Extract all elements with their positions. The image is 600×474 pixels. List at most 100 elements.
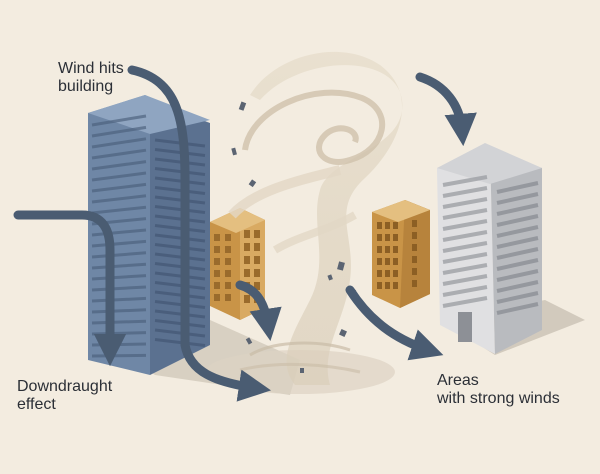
building-window-row <box>154 281 206 290</box>
building-window <box>225 294 231 301</box>
building-window <box>254 243 260 251</box>
wind-arrow-icon <box>127 65 272 402</box>
wind-arrows <box>13 65 477 402</box>
building-window <box>225 258 231 265</box>
building-window <box>377 234 382 241</box>
building-window-row <box>154 157 206 167</box>
building-window <box>385 246 390 253</box>
building-window <box>393 246 398 253</box>
building-window-row <box>442 186 488 198</box>
building-window-row <box>496 269 539 282</box>
building-window <box>214 258 220 265</box>
building-window-row <box>442 252 488 264</box>
building-window-row <box>91 274 147 281</box>
building-window-row <box>496 280 539 293</box>
building-window <box>377 270 382 277</box>
building-window-row <box>442 197 488 209</box>
building-window <box>393 270 398 277</box>
building-window <box>254 282 260 290</box>
building-window-row <box>91 342 147 347</box>
building-window-row <box>496 214 539 227</box>
building-window <box>412 268 417 275</box>
building-window <box>393 258 398 265</box>
building-window-row <box>496 225 539 238</box>
building-window-row <box>442 241 488 253</box>
building-window-row <box>496 203 539 216</box>
tornado-vortex-icon <box>228 51 403 386</box>
building-window-row <box>154 214 206 224</box>
building-window-row <box>442 219 488 231</box>
mid-right-building <box>372 200 430 308</box>
building-window-row <box>154 271 206 281</box>
building-window <box>385 222 390 229</box>
building-window <box>393 234 398 241</box>
building-window-row <box>496 247 539 260</box>
building-window <box>254 230 260 238</box>
building-window-row <box>91 239 147 248</box>
building-window <box>214 270 220 277</box>
building-window <box>214 294 220 301</box>
building-window-row <box>154 319 206 328</box>
building-window-row <box>154 338 206 347</box>
building-window-row <box>496 236 539 249</box>
right-grey-building <box>437 143 542 354</box>
building-window <box>244 269 250 277</box>
building-window-row <box>442 274 488 286</box>
building-window-row <box>442 175 488 187</box>
building-window <box>254 269 260 277</box>
building-window-row <box>91 148 147 160</box>
building-window-row <box>154 243 206 252</box>
building-window <box>412 232 417 239</box>
building-window <box>412 280 417 287</box>
building-window <box>377 258 382 265</box>
building-window-row <box>91 182 147 193</box>
building-window-row <box>496 181 539 194</box>
building-window-row <box>91 308 147 314</box>
building-window <box>377 222 382 229</box>
building-window <box>377 282 382 289</box>
building-window <box>225 270 231 277</box>
building-window-row <box>91 137 147 149</box>
building-window-row <box>154 195 206 205</box>
building-window <box>214 246 220 253</box>
building-window-row <box>91 171 147 182</box>
downdraught-effect-label: Downdraught effect <box>17 378 113 413</box>
building-window-row <box>91 228 147 237</box>
building-window-row <box>496 192 539 205</box>
building-window-row <box>442 263 488 275</box>
building-window-row <box>91 125 147 138</box>
building-window <box>412 220 417 227</box>
areas-strong-winds-label: Areas with strong winds <box>437 372 560 407</box>
building-window-row <box>154 233 206 243</box>
building-window <box>385 282 390 289</box>
building-window-row <box>442 296 488 308</box>
building-window-row <box>442 285 488 297</box>
building-window-row <box>91 205 147 215</box>
tall-left-building <box>88 95 210 375</box>
wind-hits-building-label: Wind hits building <box>58 60 124 95</box>
building-window <box>385 234 390 241</box>
building-window-row <box>91 296 147 303</box>
debris-icon <box>231 101 357 373</box>
building-window <box>225 246 231 253</box>
building-window <box>393 282 398 289</box>
building-window-row <box>442 230 488 242</box>
building-window <box>244 243 250 251</box>
building-window-row <box>154 252 206 262</box>
building-window <box>254 256 260 264</box>
building-window <box>244 256 250 264</box>
building-window-row <box>442 208 488 220</box>
building-window-row <box>91 319 147 325</box>
building-window <box>244 295 250 303</box>
building-window-row <box>496 302 539 315</box>
building-window-row <box>91 331 147 336</box>
building-window <box>385 270 390 277</box>
building-window-row <box>154 167 206 176</box>
building-window <box>385 258 390 265</box>
building-window-row <box>91 353 147 358</box>
building-window-row <box>154 262 206 271</box>
building-window <box>225 234 231 241</box>
building-window <box>214 234 220 241</box>
